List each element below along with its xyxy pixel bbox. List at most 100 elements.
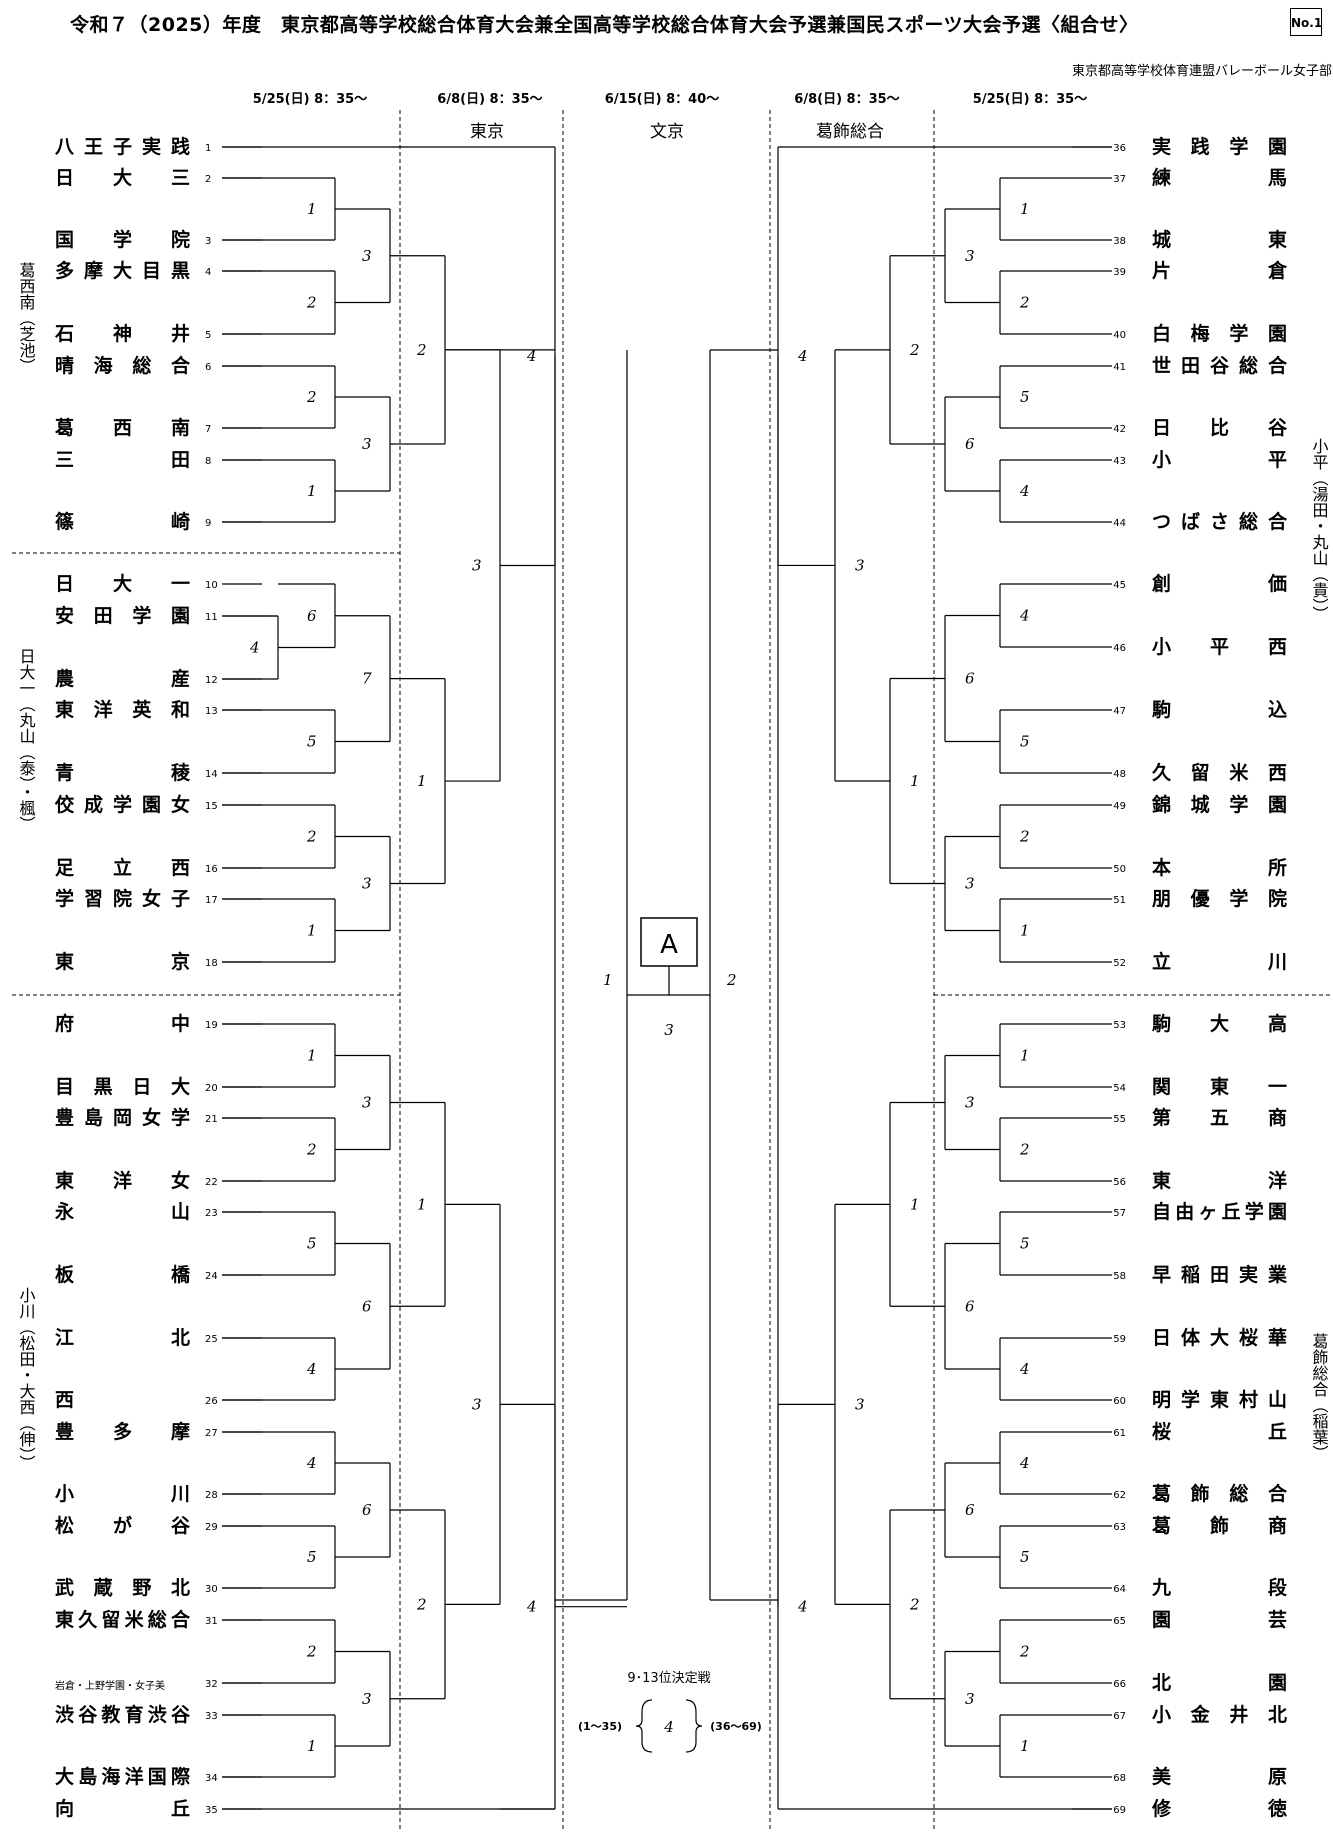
match-number: 2	[306, 294, 317, 312]
team-number: 51	[1113, 895, 1126, 906]
team-number: 50	[1113, 864, 1126, 875]
team-name: 九段	[1151, 1576, 1288, 1599]
team-number: 46	[1113, 643, 1126, 654]
team-name: 創価	[1152, 572, 1287, 595]
team-number: 47	[1113, 706, 1126, 717]
team-name: 美原	[1152, 1765, 1287, 1788]
team-name: 豊多摩	[55, 1420, 190, 1443]
team-name: 小川	[55, 1483, 190, 1505]
team-name: 日比谷	[1152, 417, 1288, 439]
team-number: 24	[205, 1271, 218, 1282]
team-name: 目黒日大	[55, 1075, 190, 1098]
team-name: 学習院女子	[55, 887, 190, 910]
team-number: 25	[205, 1334, 218, 1345]
team-name: 立川	[1152, 950, 1287, 973]
match-number: 1	[417, 772, 427, 790]
placement-title: 9･13位決定戦	[627, 1671, 710, 1686]
team-name: 日大三	[55, 166, 190, 189]
match-number: 6	[965, 1297, 975, 1315]
match-number: 7	[362, 670, 372, 688]
team-number: 68	[1113, 1773, 1126, 1784]
team-name: 東洋女	[55, 1169, 190, 1192]
semifinal-left-match: 1	[603, 971, 613, 989]
match-number: 6	[362, 1501, 372, 1519]
placement-left-range: (1～35)	[578, 1720, 622, 1733]
team-number: 53	[1113, 1020, 1126, 1031]
team-number: 49	[1113, 801, 1126, 812]
team-name: 葛西南	[54, 417, 190, 439]
match-number: 2	[1019, 1141, 1030, 1159]
team-name: 錦城学園	[1152, 793, 1287, 816]
match-number: 3	[472, 1395, 482, 1413]
team-name: 永山	[54, 1200, 190, 1223]
team-number: 20	[205, 1083, 218, 1094]
team-number: 4	[205, 267, 211, 278]
team-number: 1	[205, 143, 211, 154]
group-label-right-1: 小平（湯田・丸山（貴））	[1310, 438, 1329, 622]
match-number: 1	[307, 482, 317, 500]
match-number: 2	[306, 828, 317, 846]
team-name: 桜丘	[1152, 1420, 1287, 1443]
round-date-5: 5/25(日) 8：35～	[973, 92, 1087, 107]
team-number: 11	[205, 612, 218, 623]
placement-match-number: 4	[663, 1718, 674, 1736]
team-name: 第五商	[1152, 1106, 1287, 1129]
team-number: 41	[1113, 362, 1126, 373]
final-label: A	[660, 930, 678, 960]
team-number: 57	[1113, 1208, 1126, 1219]
team-name: 園芸	[1152, 1608, 1287, 1631]
team-name: 小平	[1152, 449, 1287, 471]
match-number: 2	[1019, 294, 1030, 312]
team-number: 22	[205, 1177, 218, 1188]
team-name: 石神井	[54, 322, 190, 345]
placement-right-range: (36～69)	[710, 1720, 762, 1733]
team-name: 練馬	[1152, 166, 1287, 189]
team-name: 明学東村山	[1152, 1388, 1287, 1411]
team-number: 38	[1113, 236, 1126, 247]
match-number: 5	[307, 1548, 317, 1566]
team-name: 武蔵野北	[55, 1577, 190, 1599]
team-number: 6	[205, 362, 211, 373]
match-number: 4	[797, 1598, 808, 1616]
page-number-badge: No.1	[1290, 8, 1322, 36]
team-name: 晴海総合	[55, 354, 191, 377]
team-name: 実践学園	[1152, 135, 1287, 158]
match-number: 5	[1020, 1548, 1030, 1566]
team-number: 29	[205, 1522, 218, 1533]
match-number: 3	[362, 247, 372, 265]
match-number: 2	[1019, 1643, 1030, 1661]
match-number: 2	[909, 341, 920, 359]
match-number: 2	[416, 1595, 427, 1613]
match-number: 4	[1019, 1454, 1030, 1472]
match-number: 1	[307, 922, 317, 940]
team-name: 城東	[1152, 228, 1287, 251]
team-number: 16	[205, 864, 218, 875]
match-number: 3	[965, 1094, 975, 1112]
team-name: 小金井北	[1152, 1703, 1287, 1726]
match-number: 4	[249, 639, 260, 657]
semifinal-right-match: 2	[726, 971, 737, 989]
team-number: 17	[205, 895, 218, 906]
match-number: 4	[306, 1454, 317, 1472]
team-number: 36	[1113, 143, 1126, 154]
team-number: 60	[1113, 1396, 1126, 1407]
match-number: 1	[1020, 922, 1030, 940]
match-number: 3	[362, 875, 372, 893]
match-number: 3	[855, 556, 865, 574]
team-name: 農産	[55, 667, 190, 690]
team-name: 東久留米総合	[55, 1608, 191, 1631]
match-number: 3	[855, 1395, 865, 1413]
match-number: 5	[307, 1235, 317, 1253]
team-name: 府中	[55, 1012, 190, 1035]
team-number: 15	[205, 801, 218, 812]
team-number: 45	[1113, 580, 1126, 591]
team-name: 三田	[55, 449, 190, 471]
team-number: 48	[1113, 769, 1126, 780]
team-name: 向丘	[55, 1797, 190, 1820]
team-number: 67	[1113, 1711, 1126, 1722]
match-number: 6	[965, 1501, 975, 1519]
match-number: 5	[1020, 388, 1030, 406]
venue-label: 文京	[650, 122, 684, 142]
match-number: 6	[965, 670, 975, 688]
